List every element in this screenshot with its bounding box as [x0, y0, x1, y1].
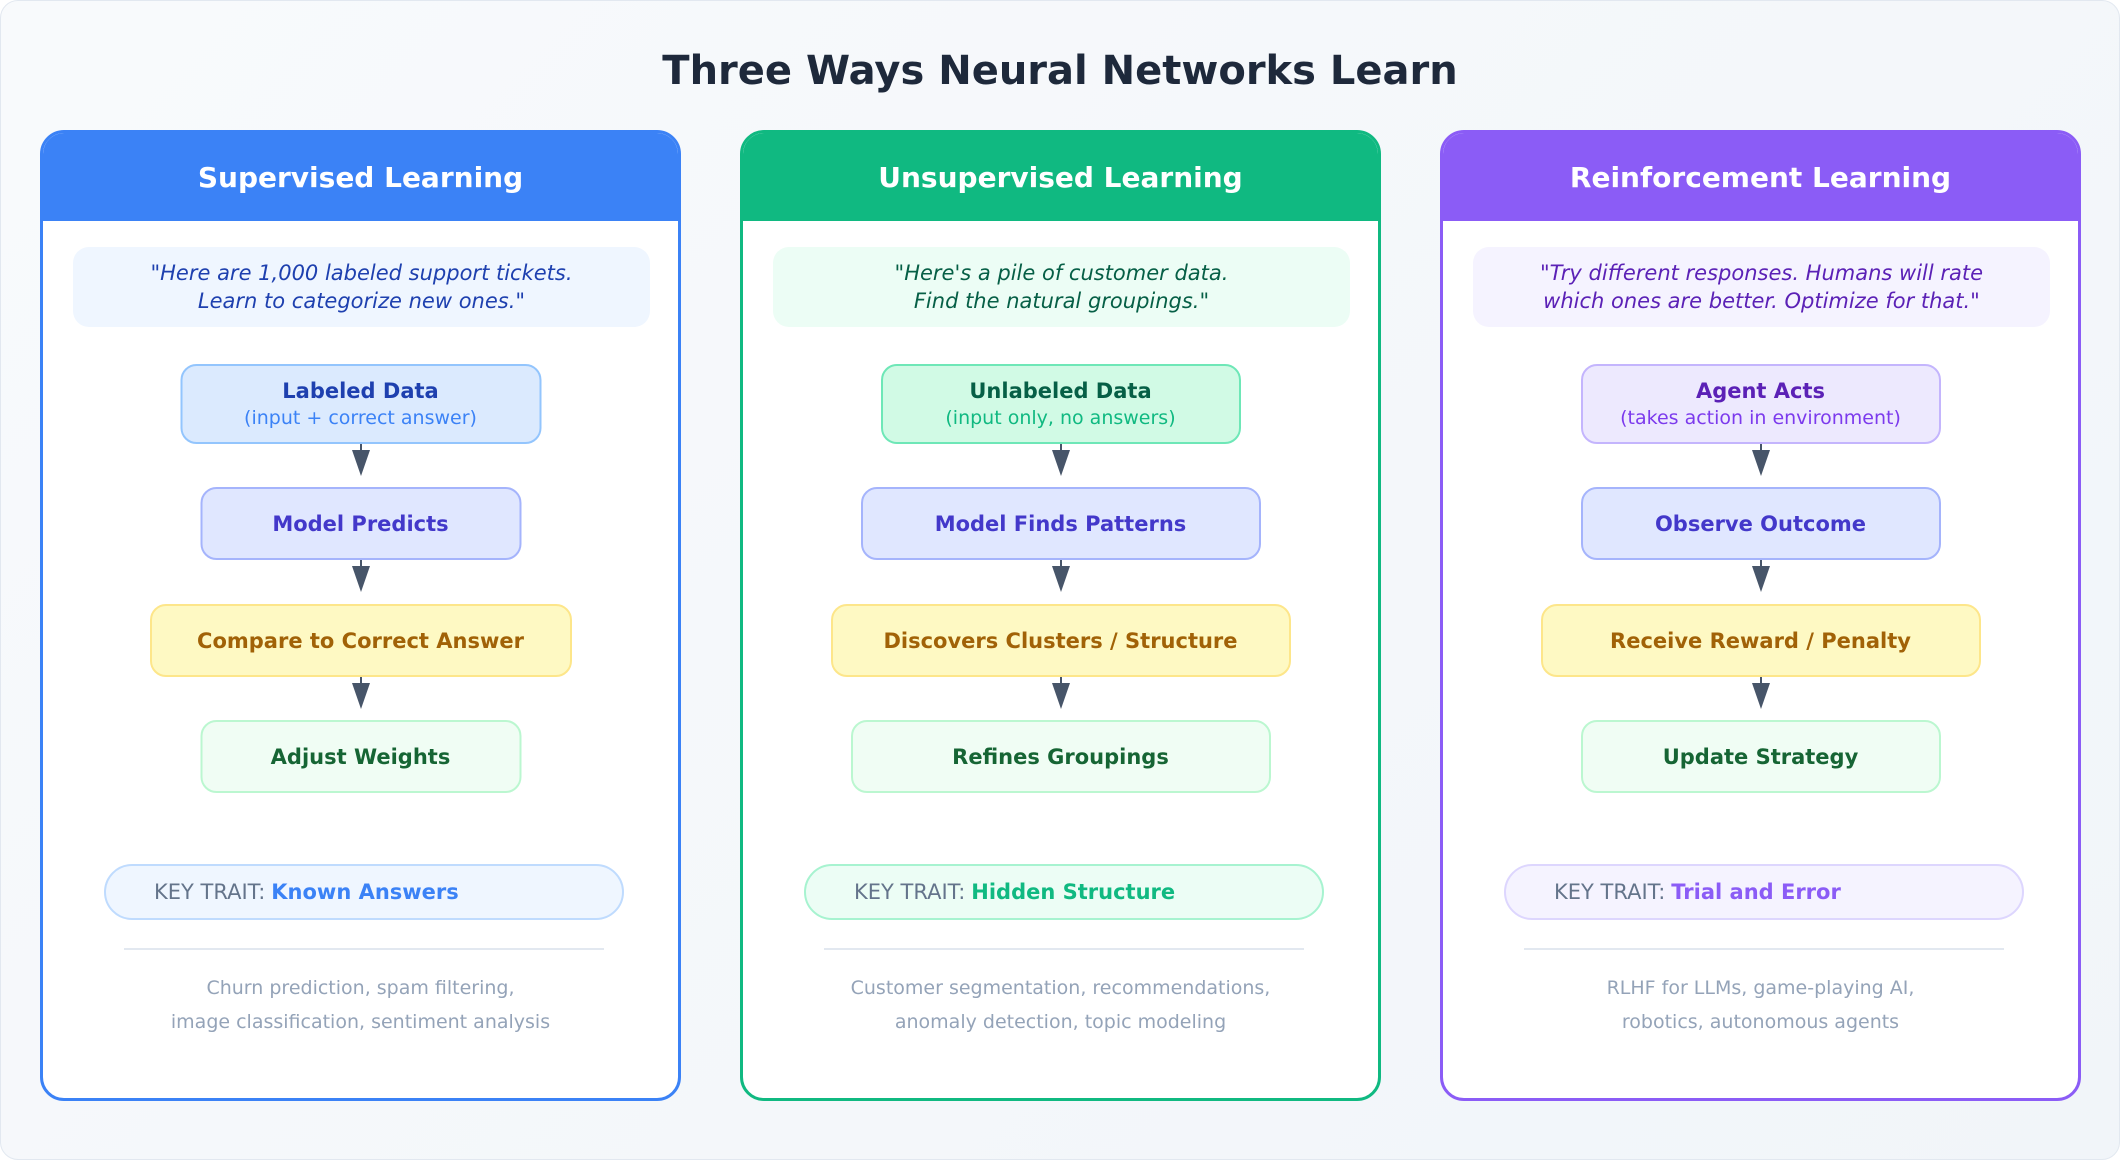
card-unsupervised-learning: Unsupervised Learning "Here's a pile of …: [740, 130, 1381, 1101]
step-refines-groupings: Refines Groupings: [850, 720, 1271, 793]
step-update-strategy: Update Strategy: [1580, 720, 1941, 793]
key-trait-label: KEY TRAIT:: [154, 880, 266, 904]
quote-line: "Here's a pile of customer data.: [894, 261, 1229, 285]
arrow-down-icon: [1751, 560, 1770, 592]
step-label: Refines Groupings: [952, 744, 1169, 769]
examples-line: anomaly detection, topic modeling: [894, 1011, 1227, 1033]
step-sublabel: (takes action in environment): [1620, 407, 1901, 429]
step-label: Observe Outcome: [1654, 511, 1867, 536]
card-supervised-learning: Supervised Learning "Here are 1,000 labe…: [40, 130, 681, 1101]
step-label: Model Predicts: [272, 511, 449, 536]
example-quote: "Try different responses. Humans will ra…: [1473, 247, 2050, 327]
quote-line: which ones are better. Optimize for that…: [1543, 289, 1980, 313]
examples-line: RLHF for LLMs, game-playing AI,: [1606, 977, 1915, 999]
step-label: Unlabeled Data: [969, 379, 1152, 403]
example-quote: "Here are 1,000 labeled support tickets.…: [73, 247, 650, 327]
key-trait-value: Hidden Structure: [971, 880, 1176, 904]
step-unlabeled-data: Unlabeled Data (input only, no answers): [880, 364, 1241, 444]
step-label: Adjust Weights: [270, 744, 451, 769]
step-label: Labeled Data: [282, 379, 439, 403]
divider: [824, 948, 1304, 950]
step-compare-answer: Compare to Correct Answer: [149, 604, 572, 677]
arrow-down-icon: [1051, 444, 1070, 476]
key-trait-label: KEY TRAIT:: [1554, 880, 1666, 904]
divider: [1524, 948, 2004, 950]
arrow-down-icon: [1051, 560, 1070, 592]
key-trait-pill: KEY TRAIT: Hidden Structure: [804, 864, 1324, 920]
step-adjust-weights: Adjust Weights: [200, 720, 521, 793]
arrow-down-icon: [1051, 677, 1070, 709]
step-label: Receive Reward / Penalty: [1610, 628, 1911, 653]
arrow-down-icon: [1751, 444, 1770, 476]
step-agent-acts: Agent Acts (takes action in environment): [1580, 364, 1941, 444]
step-label: Compare to Correct Answer: [197, 628, 524, 653]
step-observe-outcome: Observe Outcome: [1580, 487, 1941, 560]
step-label: Model Finds Patterns: [934, 511, 1187, 536]
card-reinforcement-learning: Reinforcement Learning "Try different re…: [1440, 130, 2081, 1101]
divider: [124, 948, 604, 950]
card-header: Reinforcement Learning: [1443, 133, 2078, 221]
card-header: Supervised Learning: [43, 133, 678, 221]
card-header: Unsupervised Learning: [743, 133, 1378, 221]
step-sublabel: (input + correct answer): [244, 407, 477, 429]
key-trait-label: KEY TRAIT:: [854, 880, 966, 904]
step-label: Agent Acts: [1695, 379, 1826, 403]
arrow-down-icon: [1751, 677, 1770, 709]
quote-line: "Try different responses. Humans will ra…: [1539, 261, 1984, 285]
use-case-examples: Churn prediction, spam filtering, image …: [43, 971, 678, 1039]
examples-line: image classification, sentiment analysis: [170, 1011, 551, 1033]
arrow-down-icon: [351, 677, 370, 709]
step-label: Discovers Clusters / Structure: [883, 628, 1238, 653]
examples-line: Customer segmentation, recommendations,: [850, 977, 1271, 999]
step-sublabel: (input only, no answers): [945, 407, 1176, 429]
diagram-title: Three Ways Neural Networks Learn: [662, 48, 1458, 94]
key-trait-pill: KEY TRAIT: Known Answers: [104, 864, 624, 920]
step-discovers-clusters: Discovers Clusters / Structure: [830, 604, 1291, 677]
examples-line: Churn prediction, spam filtering,: [206, 977, 515, 999]
use-case-examples: Customer segmentation, recommendations, …: [743, 971, 1378, 1039]
use-case-examples: RLHF for LLMs, game-playing AI, robotics…: [1443, 971, 2078, 1039]
step-model-finds-patterns: Model Finds Patterns: [860, 487, 1261, 560]
quote-line: "Here are 1,000 labeled support tickets.: [150, 261, 573, 285]
examples-line: robotics, autonomous agents: [1621, 1011, 1900, 1033]
step-label: Update Strategy: [1662, 744, 1859, 769]
example-quote: "Here's a pile of customer data. Find th…: [773, 247, 1350, 327]
arrow-down-icon: [351, 560, 370, 592]
step-model-predicts: Model Predicts: [200, 487, 521, 560]
quote-line: Learn to categorize new ones.": [197, 289, 526, 313]
key-trait-pill: KEY TRAIT: Trial and Error: [1504, 864, 2024, 920]
quote-line: Find the natural groupings.": [913, 289, 1210, 313]
key-trait-value: Known Answers: [271, 880, 459, 904]
key-trait-value: Trial and Error: [1671, 880, 1841, 904]
step-labeled-data: Labeled Data (input + correct answer): [180, 364, 541, 444]
arrow-down-icon: [351, 444, 370, 476]
step-receive-reward: Receive Reward / Penalty: [1540, 604, 1981, 677]
